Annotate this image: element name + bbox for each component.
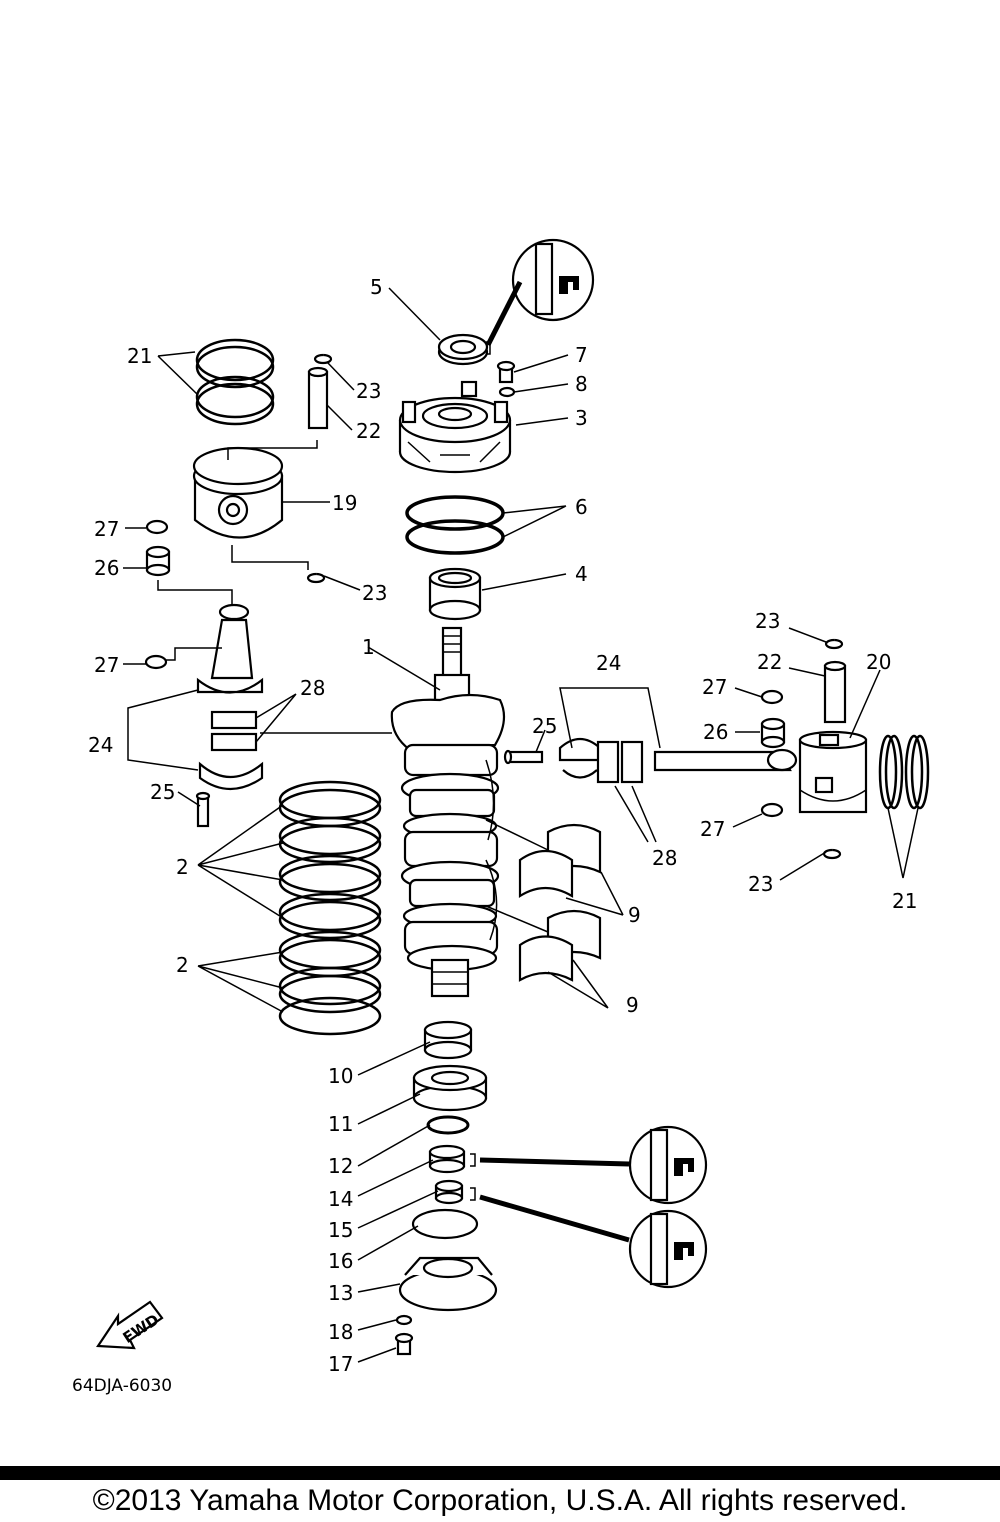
- callout-28-right: 28: [652, 846, 677, 870]
- main-bearings-9-upper: [518, 823, 602, 899]
- piston-pin-22-right: [823, 660, 847, 724]
- callout-27-c: 27: [702, 675, 727, 699]
- o-rings-6: [405, 495, 505, 555]
- bolt-17: [394, 1332, 414, 1356]
- callout-20: 20: [866, 650, 891, 674]
- callout-5: 5: [370, 275, 383, 299]
- upper-bearing-housing-3: [398, 380, 512, 474]
- callout-23-top-left: 23: [356, 379, 381, 403]
- oil-seal-10: [423, 1020, 473, 1060]
- con-rod-bearing-28-right: [596, 740, 644, 784]
- callout-27-b: 27: [94, 653, 119, 677]
- grease-callout-bottom: [470, 1187, 708, 1289]
- o-ring-16: [411, 1208, 479, 1240]
- callout-15: 15: [328, 1218, 353, 1242]
- callout-22-right: 22: [757, 650, 782, 674]
- callout-22-left: 22: [356, 419, 381, 443]
- fwd-arrow: FWD: [96, 1300, 164, 1350]
- callout-4: 4: [575, 562, 588, 586]
- grease-callout-top: [485, 238, 595, 355]
- footer-bar: [0, 1466, 1000, 1480]
- crankshaft-seal-rings-2: [278, 780, 382, 1036]
- callout-6: 6: [575, 495, 588, 519]
- callout-21-left: 21: [127, 344, 152, 368]
- con-rod-cap-24-left: [198, 761, 264, 790]
- callout-27-a: 27: [94, 517, 119, 541]
- diagram-code: 64DJA-6030: [72, 1376, 172, 1396]
- circlip-23-top-left: [314, 353, 333, 365]
- crankshaft-1: [390, 626, 506, 998]
- washer-27-upper-right: [760, 689, 784, 705]
- circlip-23-bottom-right: [823, 848, 842, 860]
- callout-24-right: 24: [596, 651, 621, 675]
- circlip-23-top-right: [825, 638, 844, 650]
- callout-23-mid-left: 23: [362, 581, 387, 605]
- callout-11: 11: [328, 1112, 353, 1136]
- circlip-12: [426, 1115, 470, 1135]
- bolt-25-left: [195, 791, 211, 828]
- con-rod-bearing-28-left: [210, 710, 258, 752]
- callout-26-left: 26: [94, 556, 119, 580]
- connecting-rod-24-right: [558, 737, 798, 779]
- callout-21-right: 21: [892, 889, 917, 913]
- callout-2-lower: 2: [176, 953, 189, 977]
- callout-9-lower: 9: [626, 993, 639, 1017]
- needle-bearing-4: [428, 567, 482, 621]
- callout-8: 8: [575, 372, 588, 396]
- circlip-23-mid-left: [231, 545, 326, 584]
- callout-10: 10: [328, 1064, 353, 1088]
- oil-seal-5: [437, 333, 489, 366]
- washer-27-lower-left: [144, 654, 168, 670]
- oil-seal-15: [434, 1179, 464, 1205]
- callout-3: 3: [575, 406, 588, 430]
- callout-19: 19: [332, 491, 357, 515]
- grease-callout-mid: [470, 1125, 708, 1205]
- connecting-rod-24-left: [147, 580, 264, 694]
- callout-7: 7: [575, 343, 588, 367]
- piston-rings-21-right: [878, 734, 930, 810]
- callout-25-right: 25: [532, 714, 557, 738]
- main-bearings-9-lower: [518, 909, 602, 982]
- callout-12: 12: [328, 1154, 353, 1178]
- bolt-25-right: [503, 749, 544, 765]
- washer-27-upper-left: [145, 519, 169, 535]
- copyright-notice: ©2013 Yamaha Motor Corporation, U.S.A. A…: [92, 1484, 908, 1517]
- callout-25-left: 25: [150, 780, 175, 804]
- needle-bearing-26-right: [760, 717, 786, 749]
- needle-bearing-26-left: [145, 545, 171, 577]
- callout-9-upper: 9: [628, 903, 641, 927]
- callout-18: 18: [328, 1320, 353, 1344]
- callout-17: 17: [328, 1352, 353, 1376]
- leader-lines: [123, 287, 919, 1363]
- exploded-parts-diagram: FWD 5 7 8 3 6 4 21 23 22 19 27 26 23 1 2…: [72, 238, 930, 1396]
- washer-8: [498, 386, 516, 398]
- oil-seal-14: [428, 1144, 466, 1174]
- washer-18: [395, 1314, 413, 1326]
- callout-23-bottom-right: 23: [748, 872, 773, 896]
- callout-23-top-right: 23: [755, 609, 780, 633]
- washer-27-lower-right: [760, 802, 784, 818]
- callout-14: 14: [328, 1187, 353, 1211]
- bolt-7: [496, 360, 516, 384]
- piston-pin-22-left: [307, 366, 329, 430]
- piston-20: [798, 730, 868, 814]
- callout-16: 16: [328, 1249, 353, 1273]
- callout-labels: 5 7 8 3 6 4 21 23 22 19 27 26 23 1 27 28…: [88, 275, 917, 1376]
- piston-rings-21-left: [195, 338, 275, 426]
- callout-27-d: 27: [700, 817, 725, 841]
- callout-1: 1: [362, 635, 375, 659]
- callout-28-left: 28: [300, 676, 325, 700]
- callout-26-right: 26: [703, 720, 728, 744]
- piston-19: [192, 440, 318, 539]
- ball-bearing-11: [412, 1064, 488, 1112]
- lower-bearing-housing-13: [398, 1256, 498, 1312]
- callout-13: 13: [328, 1281, 353, 1305]
- callout-24-left: 24: [88, 733, 113, 757]
- callout-2-upper: 2: [176, 855, 189, 879]
